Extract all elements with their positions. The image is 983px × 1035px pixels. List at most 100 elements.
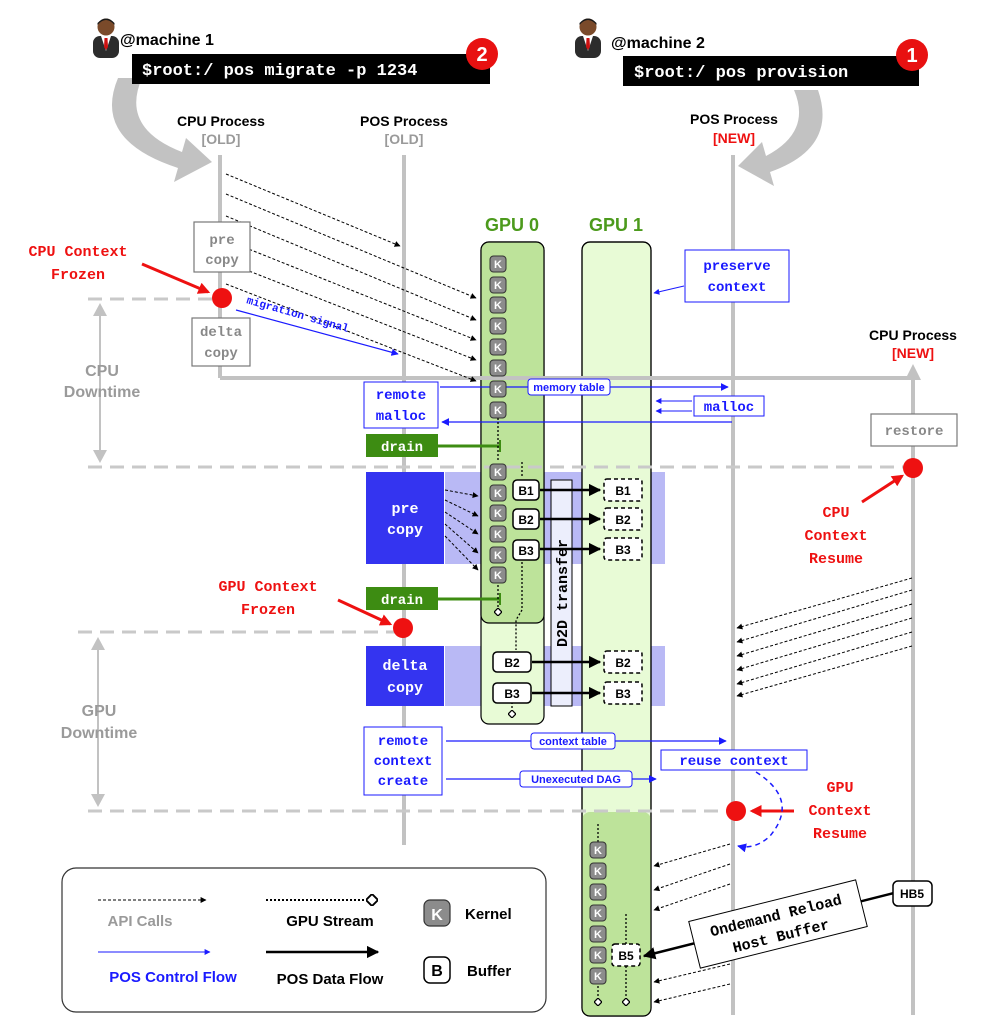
buffer-b3-delta bbox=[492, 682, 532, 704]
kernel-badge-glyph: K bbox=[494, 280, 502, 292]
hb5-box bbox=[892, 880, 933, 907]
gpu1-buffer-b3-delta-label: B3 bbox=[615, 687, 631, 701]
gpu0-title: GPU 0 bbox=[485, 215, 539, 235]
kernel-badge: K bbox=[489, 359, 507, 377]
cpu-frozen-line2: Frozen bbox=[51, 267, 105, 284]
gpu1-buffer-b5-label: B5 bbox=[618, 949, 634, 963]
user-icon-machine2 bbox=[575, 18, 601, 58]
gpu1-buffer-b2-label: B2 bbox=[615, 513, 631, 527]
remote-malloc-line2: malloc bbox=[376, 409, 426, 425]
gpu1-title: GPU 1 bbox=[589, 215, 643, 235]
buffer-b1-label: B1 bbox=[518, 484, 534, 498]
reuse-context-box bbox=[660, 749, 808, 771]
gpu-resume-line3: Resume bbox=[813, 826, 867, 843]
kernel-badge: K bbox=[489, 504, 507, 522]
legend-gpu-stream-label: GPU Stream bbox=[286, 913, 374, 930]
kernel-badge-glyph: K bbox=[494, 342, 502, 354]
kernel-badge-box bbox=[489, 380, 507, 398]
gpu-precopy-line2: copy bbox=[387, 522, 423, 539]
gpu1-buffer-b1-label: B1 bbox=[615, 484, 631, 498]
gpu1-buffer-b2-delta bbox=[603, 650, 643, 674]
cpu-resume-line1: CPU bbox=[822, 505, 849, 522]
buffer-b3 bbox=[512, 539, 540, 561]
cpu-resume-dot bbox=[903, 458, 923, 478]
gpu-deltacopy-box bbox=[366, 646, 444, 706]
cpu-frozen-pointer bbox=[141, 262, 211, 294]
buffer-b2-delta bbox=[492, 651, 532, 673]
kernel-badge-glyph: K bbox=[594, 971, 602, 983]
user-icon-machine1 bbox=[93, 18, 119, 58]
kernel-badge-glyph: K bbox=[494, 300, 502, 312]
kernel-badge-box bbox=[489, 338, 507, 356]
migration-signal-label: migration signal bbox=[245, 295, 350, 336]
kernel-badge: K bbox=[489, 525, 507, 543]
kernel-badge-glyph: K bbox=[494, 405, 502, 417]
cpu-precopy-line2: copy bbox=[205, 253, 239, 269]
machine1-terminal bbox=[132, 54, 490, 84]
gpu-resume-dot bbox=[726, 801, 746, 821]
pos-new-tag: [NEW] bbox=[713, 130, 755, 146]
cpu-resume-line3: Resume bbox=[809, 551, 863, 568]
kernel-badge-box bbox=[589, 862, 607, 880]
kernel-badge: K bbox=[489, 317, 507, 335]
kernel-badge-box bbox=[489, 296, 507, 314]
cpu-deltacopy-line1: delta bbox=[200, 325, 243, 341]
d2d-transfer-bar bbox=[550, 479, 573, 707]
kernel-badge-box bbox=[489, 317, 507, 335]
kernel-badge-glyph: K bbox=[494, 529, 502, 541]
kernel-badge-box bbox=[589, 967, 607, 985]
buffer-b1 bbox=[512, 479, 540, 501]
pos-new-title: POS Process bbox=[690, 111, 778, 127]
preserve-context-box bbox=[684, 249, 790, 303]
legend-data-flow-label: POS Data Flow bbox=[277, 971, 384, 988]
kernel-badge: K bbox=[489, 338, 507, 356]
downtime-spans bbox=[91, 303, 107, 807]
cpu-deltacopy-line2: copy bbox=[204, 346, 238, 362]
kernel-badge-glyph: K bbox=[494, 321, 502, 333]
legend-box bbox=[61, 867, 547, 1013]
d2d-data-flows bbox=[532, 483, 602, 700]
step-badge-1-label: 1 bbox=[906, 45, 917, 67]
kernel-badge-glyph: K bbox=[494, 259, 502, 271]
preserve-context-line2: context bbox=[708, 280, 767, 296]
restore-label: restore bbox=[885, 424, 944, 440]
machine2-terminal bbox=[623, 56, 919, 86]
preserve-context-pointer bbox=[653, 285, 685, 295]
legend-kernel-label: Kernel bbox=[465, 906, 512, 923]
gpu1-buffer-b3-delta bbox=[603, 681, 643, 705]
buffer-b3-delta-label: B3 bbox=[504, 687, 520, 701]
kernel-badge-box bbox=[489, 525, 507, 543]
memory-table-label: memory table bbox=[533, 382, 605, 394]
cpu-new-tag: [NEW] bbox=[892, 345, 934, 361]
gpu-downtime-line1: GPU bbox=[82, 703, 117, 720]
cpu-downtime-line1: CPU bbox=[85, 363, 119, 380]
kernel-badge-box bbox=[489, 255, 507, 273]
cpu-resume-pointer bbox=[861, 474, 905, 504]
reuse-context-label: reuse context bbox=[679, 754, 788, 770]
drain-box-1 bbox=[366, 434, 438, 457]
restore-box bbox=[870, 413, 958, 447]
buffer-b2-delta-label: B2 bbox=[504, 656, 520, 670]
kernel-badge-box bbox=[589, 925, 607, 943]
gpu-frozen-dot bbox=[393, 618, 413, 638]
hb5-label: HB5 bbox=[900, 887, 924, 901]
step-badge-2-label: 2 bbox=[476, 44, 487, 66]
cpu-precopy-box bbox=[193, 221, 251, 273]
remote-malloc-line1: remote bbox=[376, 388, 426, 404]
kernel-badge-box bbox=[489, 484, 507, 502]
kernel-badge: K bbox=[589, 925, 607, 943]
kernel-badge-box bbox=[489, 546, 507, 564]
buffer-b3-label: B3 bbox=[518, 544, 534, 558]
cpu-old-tag: [OLD] bbox=[202, 131, 241, 147]
kernel-badge: K bbox=[589, 862, 607, 880]
api-calls-precopy bbox=[444, 489, 479, 571]
cpu-resume-line2: Context bbox=[804, 528, 867, 545]
migration-signal-arrow bbox=[235, 309, 399, 356]
drain-box-2 bbox=[366, 587, 438, 610]
kernel-badge-glyph: K bbox=[494, 488, 502, 500]
gpu0-buffers: B1 B2 B3 B2 B3 bbox=[492, 479, 540, 704]
kernel-badge: K bbox=[489, 380, 507, 398]
